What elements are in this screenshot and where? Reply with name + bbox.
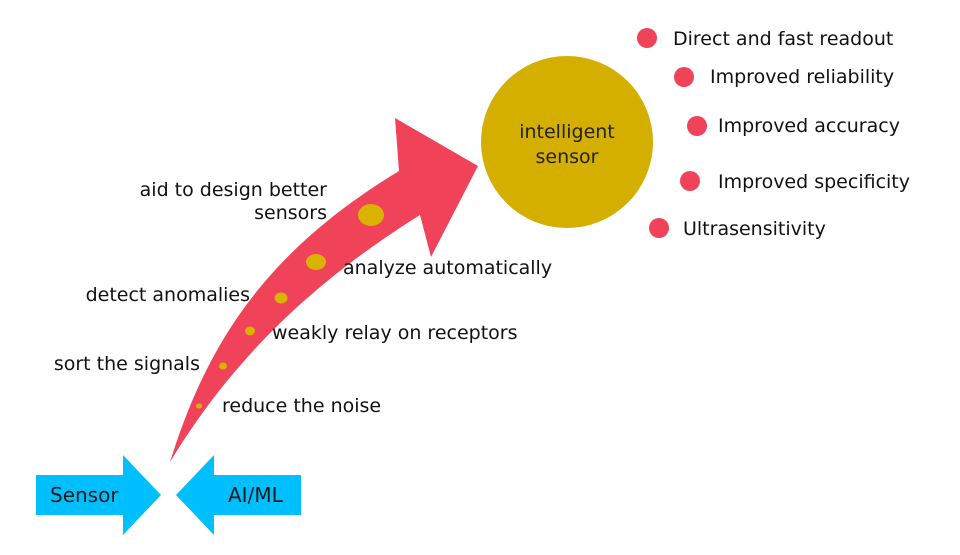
benefit-specificity: Improved specificity bbox=[718, 171, 910, 193]
benefit-bullet bbox=[674, 67, 694, 87]
intelligent-sensor-circle bbox=[481, 56, 653, 228]
arrow-dot bbox=[274, 292, 288, 304]
step-aid-design-line1: aid to design better bbox=[140, 179, 328, 201]
step-aid-design-line2: sensors bbox=[254, 202, 327, 224]
benefit-accuracy: Improved accuracy bbox=[718, 115, 900, 137]
aiml-label: AI/ML bbox=[228, 483, 284, 507]
benefit-reliability: Improved reliability bbox=[710, 66, 894, 88]
step-reduce-noise: reduce the noise bbox=[222, 395, 381, 417]
aiml-input-arrow bbox=[176, 455, 301, 535]
step-analyze-automatically: analyze automatically bbox=[343, 257, 552, 279]
progress-arrow bbox=[170, 118, 478, 462]
arrow-dot bbox=[245, 326, 255, 336]
step-weakly-relay: weakly relay on receptors bbox=[272, 322, 518, 344]
benefit-direct-readout: Direct and fast readout bbox=[673, 28, 893, 50]
benefit-bullet bbox=[687, 116, 707, 136]
benefit-bullet bbox=[680, 171, 700, 191]
benefit-bullet bbox=[637, 28, 657, 48]
sensor-input-arrow bbox=[36, 455, 161, 535]
benefit-bullet bbox=[649, 218, 669, 238]
step-sort-signals: sort the signals bbox=[54, 353, 200, 375]
sensor-label: Sensor bbox=[50, 483, 119, 507]
step-detect-anomalies: detect anomalies bbox=[86, 284, 250, 306]
benefit-ultrasensitivity: Ultrasensitivity bbox=[683, 218, 826, 240]
circle-label-line1: intelligent bbox=[519, 121, 615, 143]
arrow-dot bbox=[219, 362, 227, 370]
arrow-dot bbox=[196, 403, 202, 409]
circle-label-line2: sensor bbox=[536, 146, 599, 168]
arrow-dot bbox=[306, 254, 326, 270]
arrow-dot bbox=[358, 204, 384, 226]
